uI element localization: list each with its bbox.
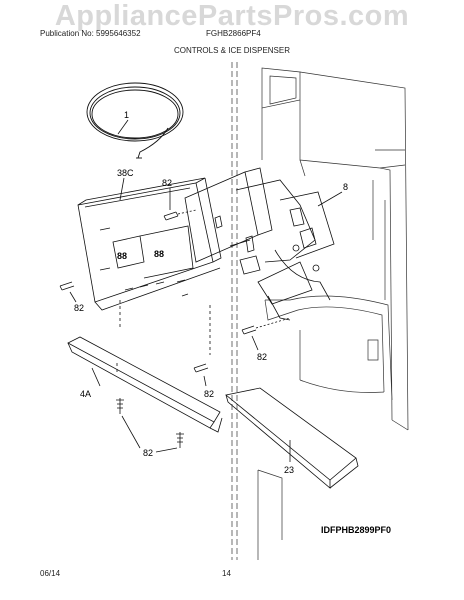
callout-label-82-right-upper: 82	[257, 352, 267, 362]
callout-label-82-top: 82	[162, 178, 172, 188]
section-title: CONTROLS & ICE DISPENSER	[173, 46, 291, 55]
figure-id: IDFPHB2899PF0	[321, 525, 392, 535]
screw-top: 82	[162, 178, 197, 221]
display-digits-left: 88	[117, 251, 127, 261]
callout-label-82-right-lower: 82	[204, 389, 214, 399]
footer-page-number: 14	[222, 569, 231, 578]
callout-label-38C: 38C	[117, 168, 134, 178]
screw-bottom-pair: 82	[116, 398, 184, 458]
callout-1: 1	[117, 110, 129, 135]
drip-tray: 23	[225, 387, 359, 489]
screw-right-upper: 82	[241, 317, 291, 362]
tubing-coil	[86, 82, 184, 159]
display-digits-right: 88	[154, 249, 164, 259]
screw-left: 82	[59, 281, 84, 313]
callout-label-8: 8	[343, 182, 348, 192]
dispenser-trim: 4A	[67, 300, 223, 433]
callout-38C: 38C	[117, 168, 134, 201]
screw-right-lower: 82	[193, 363, 214, 399]
callout-label-1: 1	[124, 110, 129, 120]
watermark: AppliancePartsPros.com	[54, 0, 410, 32]
publication-number: Publication No: 5995646352	[40, 29, 141, 38]
dispenser-actuator-assembly: 8	[184, 167, 348, 321]
footer-date: 06/14	[40, 569, 61, 578]
callout-label-23: 23	[284, 465, 294, 475]
callout-label-82-left: 82	[74, 303, 84, 313]
model-number: FGHB2866PF4	[206, 29, 261, 38]
callout-label-82-bottom: 82	[143, 448, 153, 458]
callout-label-4A: 4A	[80, 389, 91, 399]
door-outline	[231, 62, 409, 560]
control-panel: 88 88	[77, 177, 222, 311]
